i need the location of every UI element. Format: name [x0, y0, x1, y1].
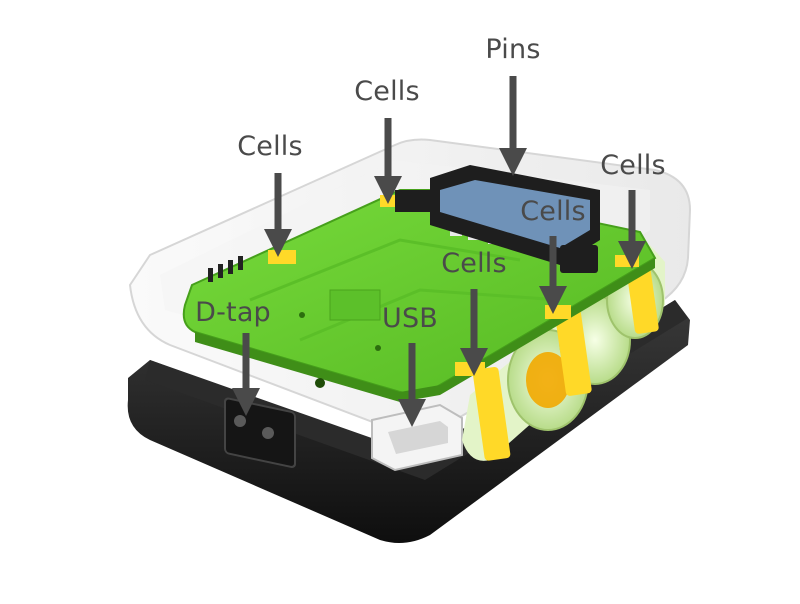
label-d-tap: D-tap [195, 297, 271, 328]
label-cells-middle: Cells [441, 248, 507, 279]
label-usb: USB [381, 303, 439, 334]
dark-bottom-case [127, 300, 690, 544]
pins-connector [395, 165, 600, 273]
label-cells-left: Cells [237, 131, 303, 162]
label-cells-right: Cells [600, 150, 666, 181]
label-cells-top-center: Cells [354, 76, 420, 107]
callout-arrows [232, 76, 646, 427]
label-pins: Pins [485, 34, 541, 65]
usb-port [371, 403, 463, 472]
label-cells-middle-right: Cells [520, 196, 586, 227]
